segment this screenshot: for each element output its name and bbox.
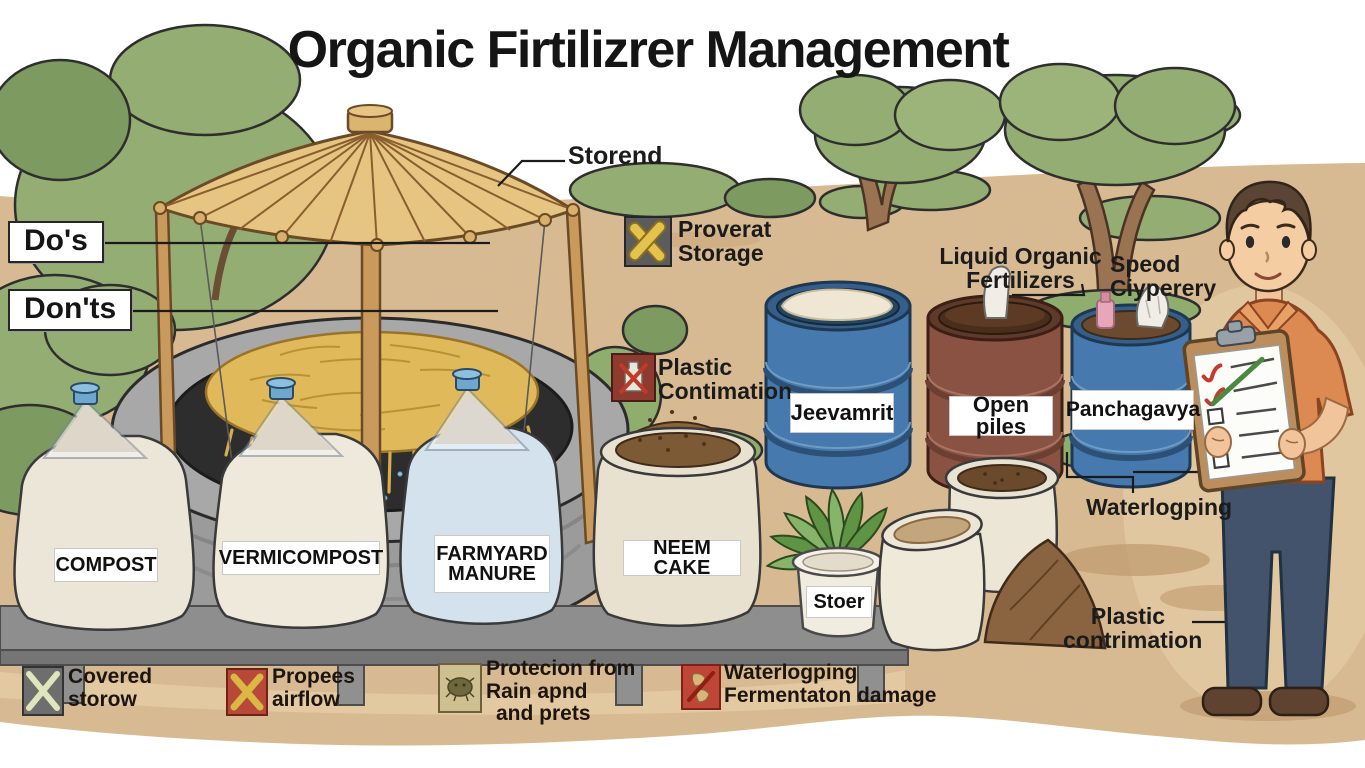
glove-in-barrel xyxy=(983,265,1012,319)
speod-callout: Speod Ciyperery xyxy=(1110,251,1217,302)
no-plastic-contamination-icon xyxy=(611,353,656,402)
farmer-shoe xyxy=(1201,686,1263,717)
legend-rain-pest-protection: Protecion from Rain apnd and prets xyxy=(486,657,636,726)
donts-label: Don'ts xyxy=(24,292,117,325)
page-title: Organic Firtilizrer Management xyxy=(287,21,1010,79)
pink-bottle-in-barrel xyxy=(1096,299,1115,329)
barrel-label-panchagavya: Panchagavya xyxy=(1066,390,1200,430)
plastic-contamination-callout: Plastic Contimation xyxy=(658,354,793,405)
bag-label-vermicompost: VERMICOMPOST xyxy=(219,541,383,575)
covered-storage-icon xyxy=(22,666,64,716)
storend-leader-line xyxy=(497,159,565,187)
neem-cake-bag xyxy=(592,410,762,627)
legend-covered-storage: Covered storow xyxy=(68,665,153,711)
legend-proper-airflow: Propees airflow xyxy=(272,665,355,711)
green-pencil xyxy=(1210,356,1265,407)
open-compost-sacks xyxy=(878,456,1107,652)
bag-label-neem-cake: NEEM CAKE xyxy=(623,537,741,578)
bag-label-farmyard-manure: FARMYARD MANURE xyxy=(434,535,550,593)
plastic-contamination-ground-callout: Plastic contrimation xyxy=(1063,603,1203,654)
storend-callout: Storend xyxy=(568,142,663,170)
farmer-hand xyxy=(1204,426,1232,458)
waterlogging-callout: Waterlogping xyxy=(1086,494,1233,520)
pot-label-stoer: Stoer xyxy=(806,586,872,618)
bag-label-compost: COMPOST xyxy=(54,548,158,582)
liquid-organic-callout: Liquid Organic Fertilizers xyxy=(939,243,1102,294)
rain-pest-protection-icon xyxy=(438,663,482,713)
farmer-hair xyxy=(1225,180,1312,243)
vermicompost-bag xyxy=(212,377,390,629)
dos-label-box: Do's xyxy=(8,221,104,263)
farmer-hand xyxy=(1278,428,1306,460)
plastic-bag-in-barrel xyxy=(1135,282,1170,330)
liquid-leader-line xyxy=(1012,283,1086,297)
tree xyxy=(798,73,1007,232)
dos-label: Do's xyxy=(24,224,88,257)
waterlogging-damage-icon xyxy=(681,664,721,710)
panchagavya-barrel xyxy=(1069,282,1193,489)
farmer-illustration xyxy=(1180,180,1356,721)
donts-label-box: Don'ts xyxy=(8,289,133,331)
barrel-label-open-piles: Open piles xyxy=(949,393,1053,438)
legend-waterlogging-damage: Waterlogping Fermentaton damage xyxy=(724,661,937,707)
farmer-shoe xyxy=(1268,686,1330,717)
proper-airflow-icon xyxy=(226,668,268,716)
compost-heap xyxy=(983,538,1107,650)
barrel-label-jeevamrit: Jeevamrit xyxy=(790,393,894,433)
proper-storage-icon xyxy=(624,216,672,267)
proper-storage-callout: Proverat Storage xyxy=(678,216,772,267)
